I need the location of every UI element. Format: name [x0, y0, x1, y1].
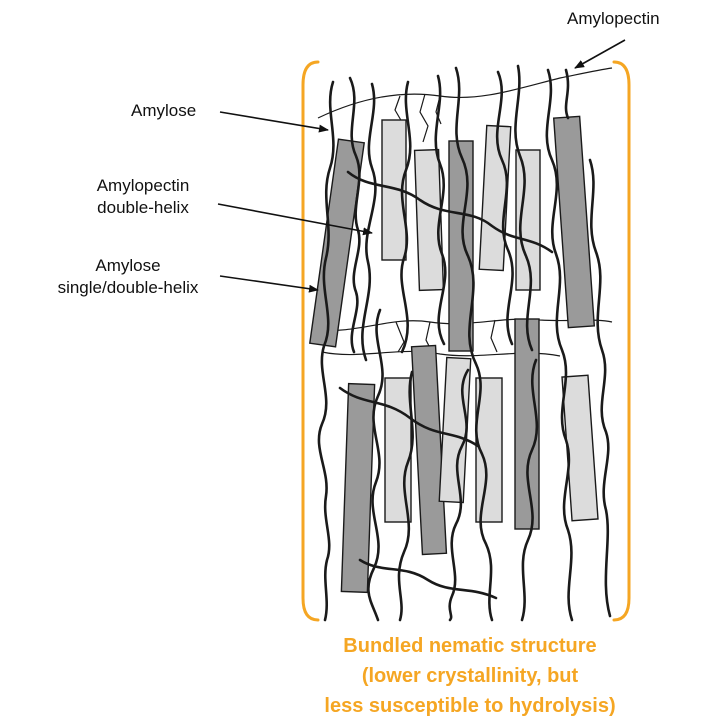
amylopectin-branch-2 — [420, 94, 428, 142]
right-bracket — [614, 62, 629, 620]
amylose-strand-1 — [319, 82, 333, 620]
amylose-strand-3 — [362, 84, 375, 360]
amylopectin-label: Amylopectin — [567, 8, 660, 30]
amylopectin-double-helix-label: Amylopectin double-helix — [82, 175, 204, 219]
arrow-amylose — [220, 112, 328, 130]
amylopectin-double-helix-label-line2: double-helix — [82, 197, 204, 219]
amylose-cross-strand-3 — [360, 560, 496, 598]
amylose-strand-15 — [590, 160, 610, 616]
helix-dark-6 — [515, 319, 539, 529]
amylose-helix-label: Amylose single/double-helix — [38, 255, 218, 299]
amylopectin-double-helix-label-line1: Amylopectin — [82, 175, 204, 197]
helix-dark-5 — [412, 346, 447, 555]
amylose-helix-label-line2: single/double-helix — [38, 277, 218, 299]
amylopectin-branch-1 — [395, 96, 402, 122]
structure-caption: Bundled nematic structure (lower crystal… — [260, 631, 680, 721]
helix-dark-4 — [341, 384, 374, 593]
caption-line3: less susceptible to hydrolysis) — [260, 691, 680, 721]
caption-line1: Bundled nematic structure — [260, 631, 680, 661]
amylose-strand-14 — [566, 70, 568, 118]
amylose-helix-label-line1: Amylose — [38, 255, 218, 277]
amylose-label: Amylose — [131, 100, 196, 122]
caption-line2: (lower crystallinity, but — [260, 661, 680, 691]
amylopectin-branch-6 — [491, 320, 497, 352]
